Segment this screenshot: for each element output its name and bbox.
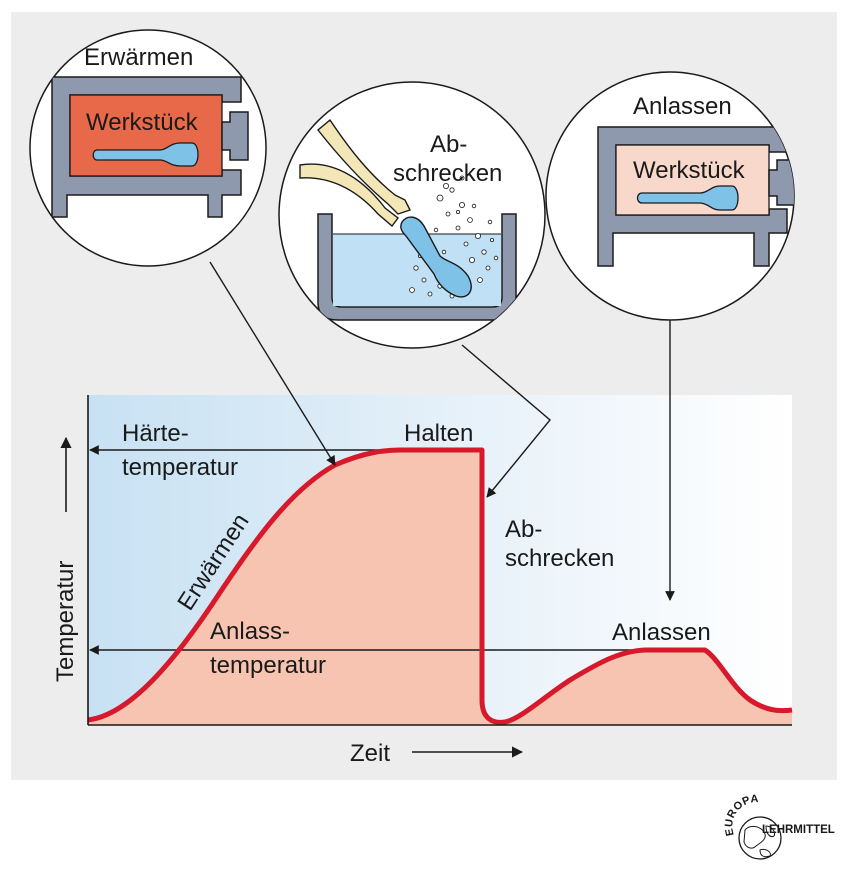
quench-phase-label-line2: schrecken — [505, 545, 614, 572]
heating-workpiece-label: Werkstück — [86, 109, 199, 136]
europa-lehrmittel-logo: EUROPA LEHRMITTEL — [723, 793, 835, 860]
quench-callout-title-line2: schrecken — [393, 160, 502, 187]
hardening-temp-label-line1: Härte- — [122, 420, 189, 447]
quench-callout: Ab- schrecken — [278, 81, 546, 349]
holding-label: Halten — [404, 420, 473, 447]
quench-leader-line — [461, 344, 551, 498]
tongs-icon — [299, 163, 399, 228]
tempering-callout-title: Anlassen — [633, 93, 732, 120]
quench-workpiece-icon — [400, 216, 472, 298]
hardening-temp-label-line2: temperatur — [122, 454, 238, 481]
globe-continents — [743, 825, 775, 858]
y-axis-title: Temperatur — [52, 561, 79, 682]
quench-phase-label-line1: Ab- — [505, 516, 542, 543]
tempering-workpiece-icon — [636, 185, 739, 211]
bubbles — [409, 175, 499, 299]
furnace-door-icon — [221, 111, 249, 161]
heating-leader-line — [209, 261, 336, 466]
logo-bottom-text: LEHRMITTEL — [762, 824, 835, 836]
tongs-arm-icon — [317, 118, 411, 215]
temperature-curve — [87, 447, 793, 725]
temperature-time-diagram: Härte- temperatur Halten Erwärmen Ab- sc… — [52, 395, 793, 767]
tempering-callout: Anlassen Werkstück — [545, 71, 795, 321]
x-axis-title: Zeit — [350, 740, 390, 767]
heating-callout-title: Erwärmen — [84, 44, 193, 71]
tempering-temp-label-line2: temperatur — [210, 652, 326, 679]
tempering-temp-label-line1: Anlass- — [210, 618, 290, 645]
tempering-furnace-door-icon — [768, 159, 794, 206]
tempering-phase-label: Anlassen — [612, 619, 711, 646]
quench-callout-title-line1: Ab- — [430, 131, 467, 158]
workpiece-icon — [92, 142, 199, 167]
tempering-workpiece-label: Werkstück — [633, 157, 746, 184]
heating-callout: Erwärmen Werkstück — [29, 29, 267, 267]
